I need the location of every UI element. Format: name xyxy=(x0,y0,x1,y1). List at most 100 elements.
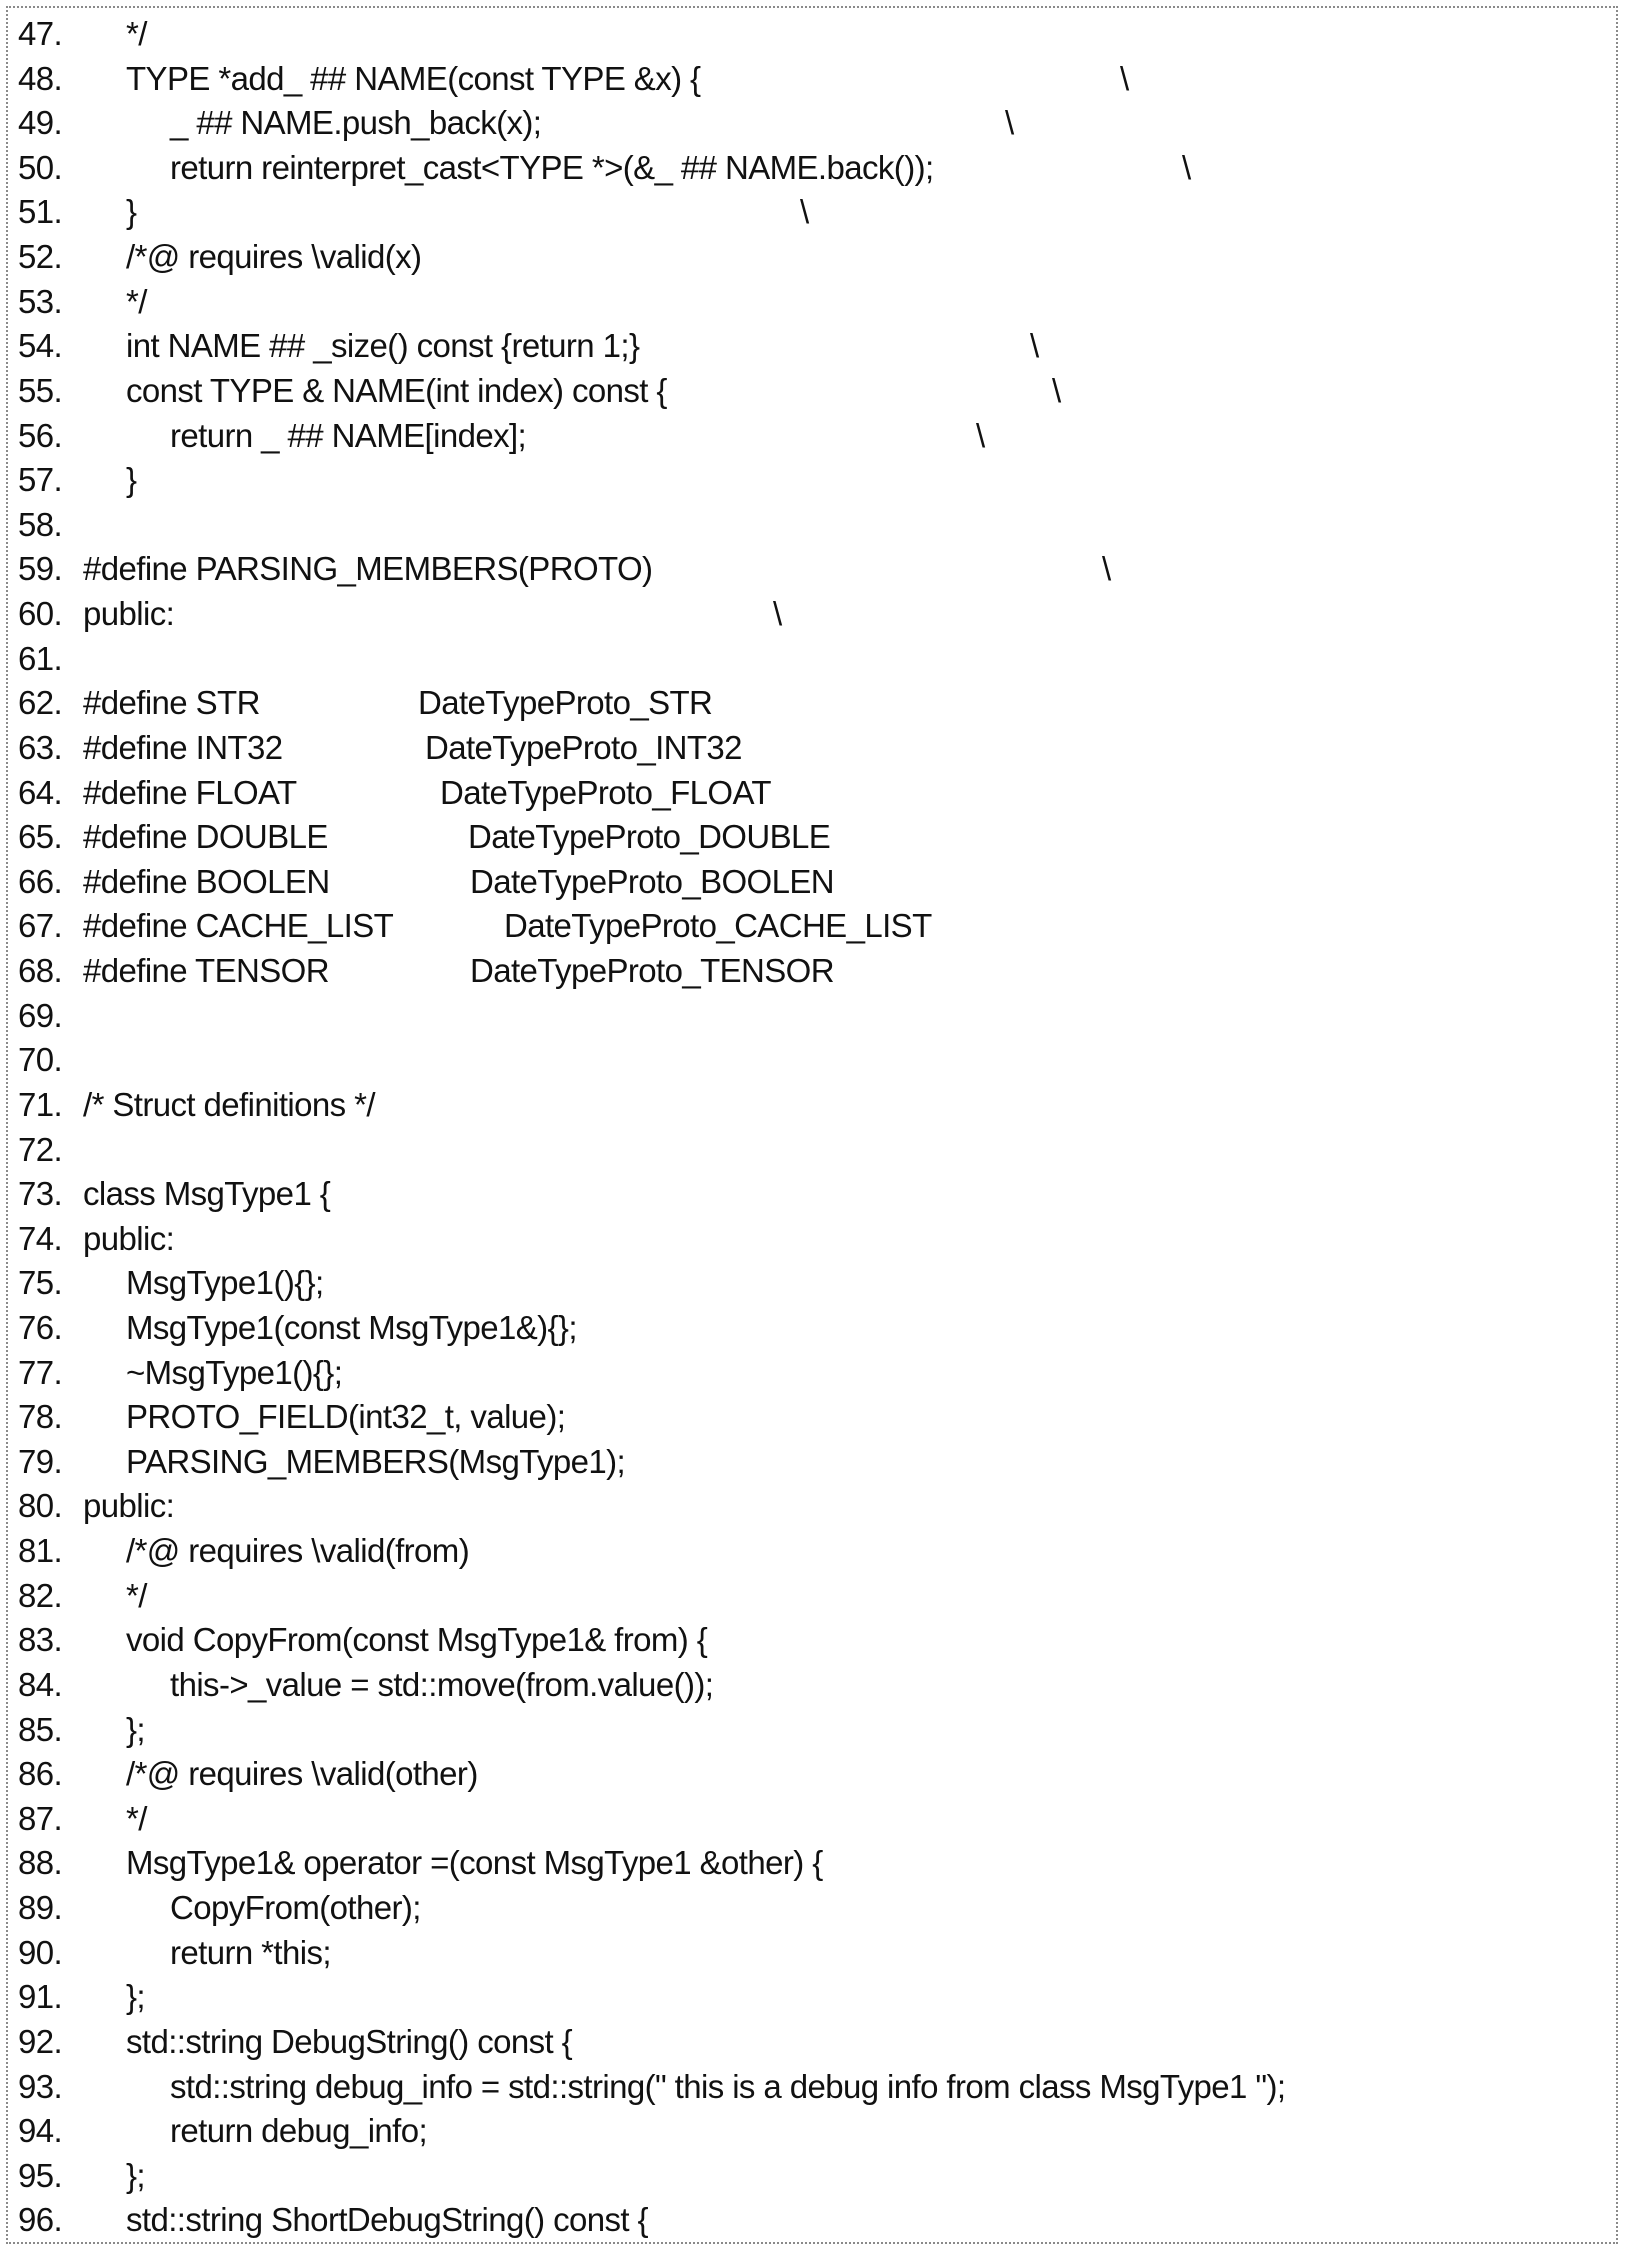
code-line: 72. xyxy=(0,1128,1600,1172)
code-text: return reinterpret_cast<TYPE *>(&_ ## NA… xyxy=(170,148,934,186)
line-number: 81. xyxy=(18,1532,63,1570)
code-line: 78.PROTO_FIELD(int32_t, value); xyxy=(0,1395,1600,1439)
line-number: 60. xyxy=(18,595,63,633)
line-number: 77. xyxy=(18,1353,63,1391)
code-line: 81./*@ requires \valid(from) xyxy=(0,1529,1600,1573)
code-text: }; xyxy=(126,1978,146,2016)
code-line: 80.public: xyxy=(0,1484,1600,1528)
code-line: 68. #define TENSOR DateTypeProto_TENSOR xyxy=(0,949,1600,993)
code-line: 55.const TYPE & NAME(int index) const {\ xyxy=(0,369,1600,413)
line-number: 82. xyxy=(18,1576,63,1614)
code-line: 90.return *this; xyxy=(0,1931,1600,1975)
line-number: 75. xyxy=(18,1264,63,1302)
line-number: 95. xyxy=(18,2156,63,2194)
line-continuation-backslash: \ xyxy=(1182,148,1191,186)
line-number: 73. xyxy=(18,1175,63,1213)
code-line: 74.public: xyxy=(0,1217,1600,1261)
line-number: 50. xyxy=(18,148,63,186)
code-text: */ xyxy=(126,1576,147,1614)
code-text: } xyxy=(126,461,137,499)
line-number: 68. xyxy=(18,952,63,990)
code-text: #define STR xyxy=(83,684,260,722)
line-number: 89. xyxy=(18,1889,63,1927)
code-line: 83.void CopyFrom(const MsgType1& from) { xyxy=(0,1618,1600,1662)
code-line: 56. return _ ## NAME[index]; \ xyxy=(0,414,1600,458)
line-number: 59. xyxy=(18,550,63,588)
line-number: 78. xyxy=(18,1398,63,1436)
line-number: 62. xyxy=(18,684,63,722)
code-line: 91.}; xyxy=(0,1975,1600,2019)
line-number: 49. xyxy=(18,104,63,142)
code-line: 67. #define CACHE_LIST DateTypeProto_CACHE… xyxy=(0,904,1600,948)
code-text: */ xyxy=(126,15,147,52)
line-number: 61. xyxy=(18,639,63,677)
code-text: const TYPE & NAME(int index) const { xyxy=(126,371,667,409)
line-continuation-backslash: \ xyxy=(1102,550,1111,588)
code-line: 79.PARSING_MEMBERS(MsgType1); xyxy=(0,1440,1600,1484)
code-text: class MsgType1 { xyxy=(83,1175,331,1213)
code-line: 95.}; xyxy=(0,2154,1600,2198)
code-line: 87.*/ xyxy=(0,1797,1600,1841)
define-value: DateTypeProto_TENSOR xyxy=(470,952,835,990)
code-line: 96.std::string ShortDebugString() const … xyxy=(0,2198,1600,2242)
line-number: 57. xyxy=(18,461,63,499)
code-text: return *this; xyxy=(170,1933,332,1971)
line-number: 53. xyxy=(18,282,63,320)
define-value: DateTypeProto_CACHE_LIST xyxy=(504,907,932,945)
code-text: #define FLOAT xyxy=(83,773,297,811)
line-number: 65. xyxy=(18,818,63,856)
line-number: 85. xyxy=(18,1710,63,1748)
code-text: }; xyxy=(126,2156,146,2194)
line-number: 51. xyxy=(18,193,63,231)
code-text: TYPE *add_ ## NAME(const TYPE &x) { xyxy=(126,59,701,97)
line-number: 84. xyxy=(18,1665,63,1703)
line-number: 67. xyxy=(18,907,63,945)
code-line: 86./*@ requires \valid(other) xyxy=(0,1752,1600,1796)
code-line: 59.#define PARSING_MEMBERS(PROTO)\ xyxy=(0,547,1600,591)
code-text: public: xyxy=(83,1487,175,1525)
line-continuation-backslash: \ xyxy=(976,416,985,454)
line-number: 52. xyxy=(18,238,63,276)
code-text: CopyFrom(other); xyxy=(170,1889,421,1927)
code-text: std::string debug_info = std::string(" t… xyxy=(170,2067,1286,2105)
code-line: 93.std::string debug_info = std::string(… xyxy=(0,2065,1600,2109)
line-number: 88. xyxy=(18,1844,63,1882)
line-number: 79. xyxy=(18,1442,63,1480)
code-line: 70. xyxy=(0,1038,1600,1082)
line-number: 56. xyxy=(18,416,63,454)
code-line: 58. xyxy=(0,503,1600,547)
line-continuation-backslash: \ xyxy=(800,193,809,231)
code-line: 47.*/ xyxy=(0,12,1600,56)
code-text: } xyxy=(126,193,137,231)
define-value: DateTypeProto_STR xyxy=(418,684,713,722)
line-number: 74. xyxy=(18,1219,63,1257)
code-text: return _ ## NAME[index]; xyxy=(170,416,527,454)
line-continuation-backslash: \ xyxy=(1120,59,1129,97)
line-continuation-backslash: \ xyxy=(1030,327,1039,365)
code-text: /* Struct definitions */ xyxy=(83,1085,376,1123)
code-line: 77.~MsgType1(){}; xyxy=(0,1351,1600,1395)
code-line: 85.}; xyxy=(0,1708,1600,1752)
code-text: #define BOOLEN xyxy=(83,862,330,900)
line-number: 94. xyxy=(18,2112,63,2150)
code-text: #define TENSOR xyxy=(83,952,330,990)
code-text: int NAME ## _size() const {return 1;} xyxy=(126,327,640,365)
code-text: #define CACHE_LIST xyxy=(83,907,394,945)
line-number: 71. xyxy=(18,1085,63,1123)
line-number: 72. xyxy=(18,1130,63,1168)
line-number: 64. xyxy=(18,773,63,811)
line-number: 70. xyxy=(18,1041,63,1079)
code-text: }; xyxy=(126,1710,146,1748)
code-text: #define INT32 xyxy=(83,728,283,766)
line-number: 58. xyxy=(18,505,63,543)
code-text: public: xyxy=(83,595,175,633)
code-text: this->_value = std::move(from.value()); xyxy=(170,1665,714,1703)
code-line: 52./*@ requires \valid(x) xyxy=(0,235,1600,279)
line-number: 83. xyxy=(18,1621,63,1659)
code-listing-frame xyxy=(6,6,1618,2244)
code-line: 62. #define STR DateTypeProto_STR xyxy=(0,681,1600,725)
line-number: 86. xyxy=(18,1755,63,1793)
line-number: 48. xyxy=(18,59,63,97)
